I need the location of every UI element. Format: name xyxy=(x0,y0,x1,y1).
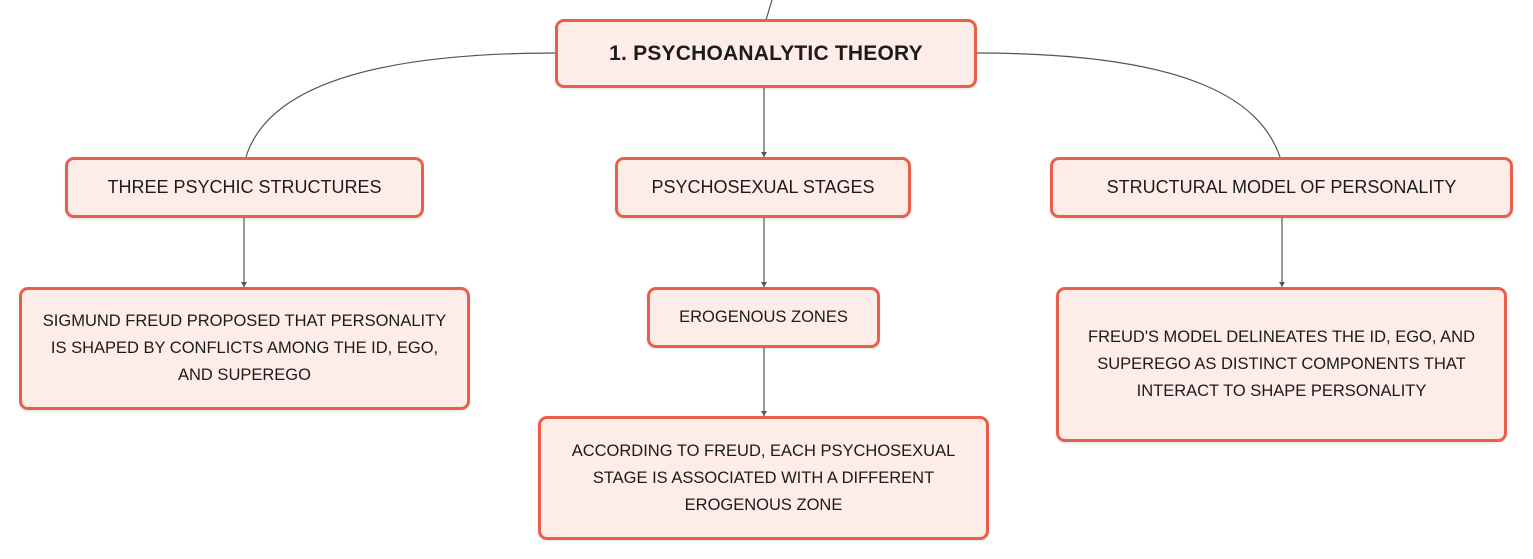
arrowhead xyxy=(241,282,247,287)
root-node-psychoanalytic-theory[interactable]: 1. PSYCHOANALYTIC THEORY xyxy=(555,19,977,88)
topic-node-three-psychic-structures[interactable]: THREE PSYCHIC STRUCTURES xyxy=(65,157,424,218)
arrowhead xyxy=(761,411,767,416)
description-node-freud-conflicts[interactable]: SIGMUND FREUD PROPOSED THAT PERSONALITY … xyxy=(19,287,470,410)
subtopic-node-erogenous-zones[interactable]: EROGENOUS ZONES xyxy=(647,287,880,348)
connector-root-to-structural-model xyxy=(975,52,1281,158)
description-node-psychosexual-stage-zones[interactable]: ACCORDING TO FREUD, EACH PSYCHOSEXUAL ST… xyxy=(538,416,989,540)
arrowhead xyxy=(1279,282,1285,287)
connector-parent-to-root xyxy=(765,0,773,21)
description-node-freud-structural-model[interactable]: FREUD'S MODEL DELINEATES THE ID, EGO, AN… xyxy=(1056,287,1507,442)
topic-node-psychosexual-stages[interactable]: PSYCHOSEXUAL STAGES xyxy=(615,157,911,218)
connector-root-to-three-psychic-structures xyxy=(245,52,557,158)
arrowhead xyxy=(761,282,767,287)
arrowhead xyxy=(761,152,767,157)
topic-node-structural-model-of-personality[interactable]: STRUCTURAL MODEL OF PERSONALITY xyxy=(1050,157,1513,218)
